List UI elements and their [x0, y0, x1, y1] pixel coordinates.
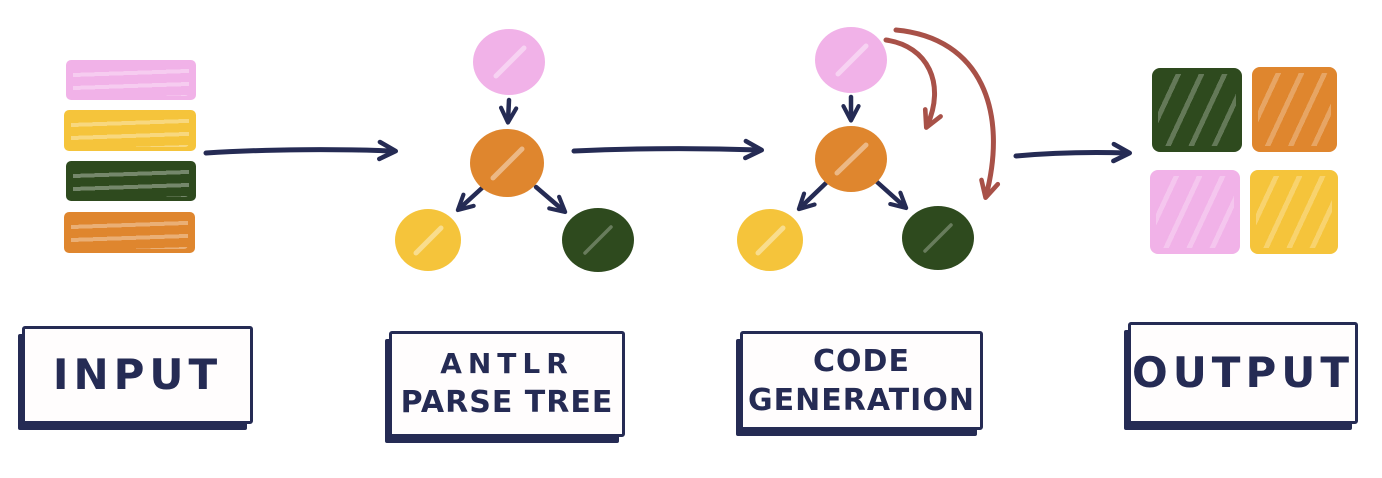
stage-label-codegen-line1: CODE	[813, 343, 910, 379]
code-generation-right-leaf-node	[902, 206, 974, 270]
output-square-pink	[1150, 170, 1240, 254]
flow-arrow-code-generation-to-output	[1013, 141, 1133, 164]
node-highlight	[493, 45, 527, 79]
input-bar-orange	[64, 212, 195, 253]
node-highlight	[923, 223, 953, 253]
output-square-orange	[1252, 67, 1337, 152]
stage-label-code-generation: CODE GENERATION	[740, 331, 983, 430]
parse-tree-edge-interior-left-leaf	[455, 185, 485, 213]
stage-label-output-text: OUTPUT	[1132, 348, 1354, 397]
code-generation-tree	[737, 27, 1001, 271]
input-bar-pink	[66, 60, 196, 100]
parse-tree-right-leaf-node	[562, 208, 634, 272]
code-generation-edge-interior-left-leaf	[796, 180, 829, 212]
code-generation-edge-interior-right-leaf	[874, 179, 909, 211]
stage-label-input-text: INPUT	[52, 350, 223, 399]
node-highlight	[413, 225, 444, 256]
node-highlight	[834, 142, 869, 176]
parse-tree	[395, 29, 634, 272]
parse-tree-interior-node	[470, 129, 544, 197]
output-square-yellow	[1250, 170, 1338, 254]
code-generation-red-arrow-outer	[893, 27, 1001, 200]
stage-label-antlr-parse-tree: ANTLR PARSE TREE	[389, 331, 625, 437]
node-highlight	[583, 225, 613, 255]
stage-label-antlr-line2: PARSE TREE	[400, 384, 614, 420]
code-generation-red-arrow-inner	[883, 37, 943, 130]
node-highlight	[490, 146, 525, 181]
stage-label-input: INPUT	[22, 326, 253, 424]
stage-label-antlr-line1: ANTLR	[440, 347, 574, 381]
parse-tree-root-node	[473, 29, 545, 95]
code-generation-root-node	[815, 27, 887, 93]
input-bar-green	[66, 161, 196, 201]
code-generation-left-leaf-node	[737, 209, 803, 271]
parse-tree-edge-interior-right-leaf	[533, 184, 568, 215]
output-square-green	[1152, 68, 1242, 152]
flow-arrow-input-to-parse-tree	[203, 139, 399, 162]
node-highlight	[835, 43, 869, 77]
flow-arrow-parse-tree-to-code-generation	[571, 138, 765, 161]
parse-tree-left-leaf-node	[395, 209, 461, 271]
input-bar-yellow	[64, 110, 196, 151]
stage-label-output: OUTPUT	[1128, 322, 1358, 424]
parse-tree-edge-root-interior	[498, 97, 519, 125]
node-highlight	[755, 225, 786, 256]
code-generation-interior-node	[815, 126, 887, 192]
stage-label-codegen-line2: GENERATION	[748, 382, 975, 418]
